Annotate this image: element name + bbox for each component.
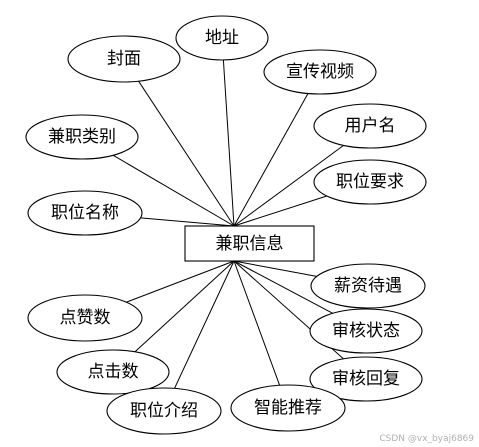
attribute-label: 宣传视频 (286, 62, 354, 82)
connector-line (174, 260, 235, 389)
attribute-node: 兼职类别 (25, 114, 139, 160)
attribute-node: 审核回复 (309, 356, 423, 402)
connector-line (222, 59, 235, 227)
attribute-node: 点击数 (56, 349, 170, 395)
attribute-ellipse (309, 356, 423, 402)
entity-box (184, 225, 315, 262)
attribute-label: 审核状态 (332, 321, 400, 341)
attribute-label: 薪资待遇 (334, 276, 402, 296)
connector-line (134, 260, 235, 353)
attribute-label: 点赞数 (60, 308, 111, 328)
attribute-label: 职位要求 (336, 172, 404, 192)
attribute-node: 地址 (175, 15, 269, 61)
attribute-label: 用户名 (345, 116, 396, 136)
attribute-node: 封面 (67, 35, 181, 83)
attribute-label: 地址 (205, 28, 239, 48)
connector-line (233, 144, 344, 227)
attribute-node: 用户名 (313, 103, 427, 149)
attribute-label: 封面 (107, 49, 141, 69)
attribute-node: 宣传视频 (263, 49, 377, 95)
connector-line (112, 154, 235, 227)
attribute-node: 职位介绍 (106, 387, 222, 435)
attribute-ellipse (175, 15, 269, 61)
attribute-label: 兼职类别 (48, 127, 116, 147)
attribute-ellipse (263, 49, 377, 95)
attribute-node: 职位要求 (313, 159, 427, 205)
attribute-ellipse (27, 190, 143, 236)
attribute-ellipse (56, 349, 170, 395)
entity-jianzhi-xinxi: 兼职信息 (184, 225, 315, 262)
attribute-ellipse (309, 308, 423, 354)
connectors (112, 59, 344, 389)
connector-line (233, 260, 281, 386)
attribute-label: 职位介绍 (130, 401, 198, 421)
attribute-ellipse (313, 159, 427, 205)
connector-line (233, 93, 309, 227)
attribute-label: 审核回复 (332, 369, 400, 389)
connector-line (140, 217, 235, 227)
attribute-ellipse (106, 387, 222, 435)
connector-line (233, 260, 317, 277)
attribute-node: 审核状态 (309, 308, 423, 354)
connector-line (233, 260, 333, 314)
attribute-label: 智能推荐 (254, 398, 322, 418)
connector-line (126, 260, 235, 303)
attribute-ellipse (67, 35, 181, 83)
entity-label: 兼职信息 (216, 234, 284, 254)
connector-line (138, 80, 235, 227)
attribute-label: 点击数 (88, 362, 139, 382)
attribute-node: 点赞数 (27, 294, 143, 342)
watermark: CSDN @vx_byaj6869 (379, 434, 474, 444)
attribute-ellipse (313, 103, 427, 149)
attribute-ellipse (310, 263, 426, 309)
attribute-node: 智能推荐 (230, 384, 346, 432)
attribute-ellipse (27, 294, 143, 342)
attribute-ellipse (25, 114, 139, 160)
connector-line (233, 195, 327, 227)
attribute-node: 职位名称 (27, 190, 143, 236)
attribute-label: 职位名称 (51, 203, 119, 223)
attribute-ellipse (230, 384, 346, 432)
attribute-node: 薪资待遇 (310, 263, 426, 309)
